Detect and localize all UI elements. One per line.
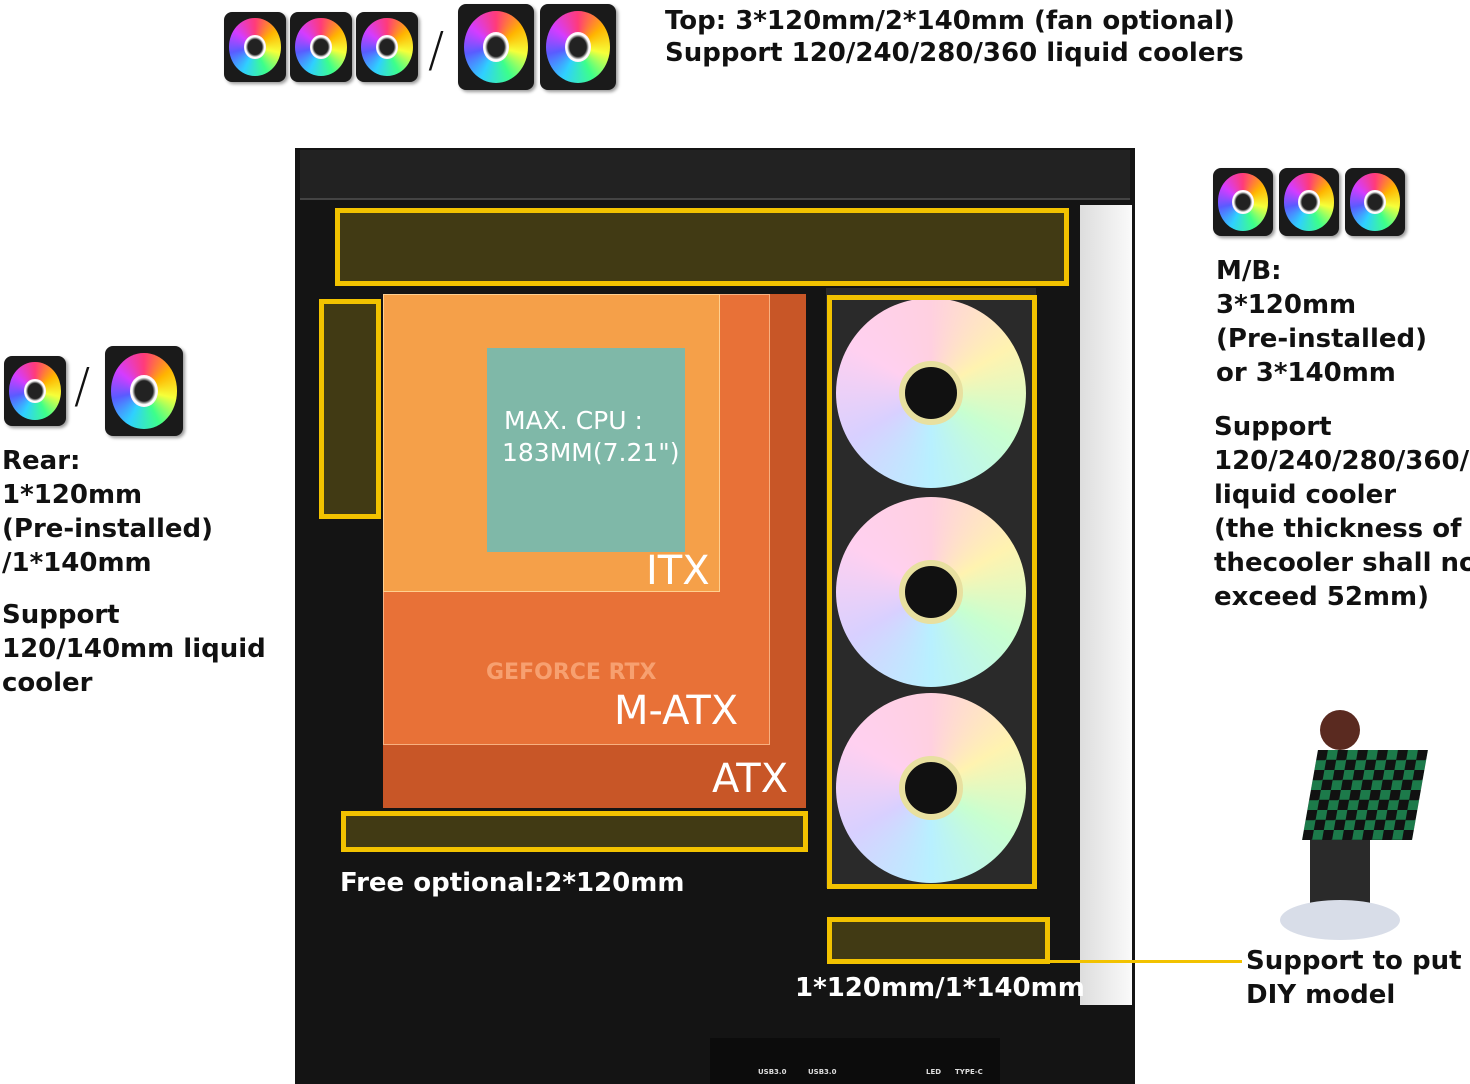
cpu-max-value: 183MM(7.21") [502,438,680,467]
fan-icon [458,4,534,90]
gpu-brand: GEFORCE RTX [486,660,657,685]
mb-support: thecooler shall not [1214,548,1470,578]
fan-icon [290,12,352,82]
top-radiator-zone [335,208,1069,286]
fan-icon [1345,168,1405,236]
matx-label: M-ATX [614,688,739,734]
fan-icon [540,4,616,90]
rear-line: (Pre-installed) [2,514,214,544]
usb-port-label[interactable]: USB3.0 [758,1068,787,1076]
diy-line: Support to put [1246,946,1462,976]
side-fan [836,497,1026,687]
psu-fan-zone [827,917,1050,964]
rear-support: Support [2,600,120,630]
leader-line [1050,960,1242,963]
itx-label: ITX [646,548,710,594]
side-fan-zone [827,295,1037,889]
top-support: Support 120/240/280/360 liquid coolers [665,38,1244,68]
bottom-fan-label: 1*120mm/1*140mm [795,973,1085,1003]
case-top-rail [300,150,1130,200]
mb-support: (the thickness of [1214,514,1462,544]
front-io-panel: USB3.0 USB3.0 LED TYPE-C [710,1038,1000,1084]
rear-fan-zone [319,299,381,519]
mb-line: (Pre-installed) [1216,324,1428,354]
fan-icon [1213,168,1273,236]
fan-icon [356,12,418,82]
mb-support: liquid cooler [1214,480,1397,510]
rear-line: Rear: [2,446,81,476]
mb-line: or 3*140mm [1216,358,1396,388]
usb-port-label[interactable]: USB3.0 [808,1068,837,1076]
rear-support: 120/140mm liquid [2,634,266,664]
diy-figure [1280,710,1430,940]
fan-icon [4,356,66,426]
rear-support: cooler [2,668,93,698]
mb-support: Support [1214,412,1332,442]
cpu-area [487,348,685,552]
mb-line: M/B: [1216,256,1282,286]
side-fan [836,693,1026,883]
rear-line: 1*120mm [2,480,143,510]
type-c-label[interactable]: TYPE-C [955,1068,983,1076]
atx-label: ATX [712,756,789,802]
mb-support: 120/240/280/360/ [1214,446,1470,476]
mb-support: exceed 52mm) [1214,582,1429,612]
separator: / [428,22,445,78]
top-spec: Top: 3*120mm/2*140mm (fan optional) [665,6,1235,36]
side-fan [836,298,1026,488]
fan-icon [224,12,286,82]
free-optional-label: Free optional:2*120mm [340,868,685,898]
fan-icon [1279,168,1339,236]
bottom-fan-zone [341,811,808,852]
diy-line: DIY model [1246,980,1396,1010]
rear-line: /1*140mm [2,548,152,578]
cpu-max-label: MAX. CPU : [504,406,643,435]
mb-line: 3*120mm [1216,290,1357,320]
glass-panel [1080,205,1132,1005]
led-button-label[interactable]: LED [926,1068,942,1076]
fan-icon [105,346,183,436]
separator: / [74,358,91,414]
